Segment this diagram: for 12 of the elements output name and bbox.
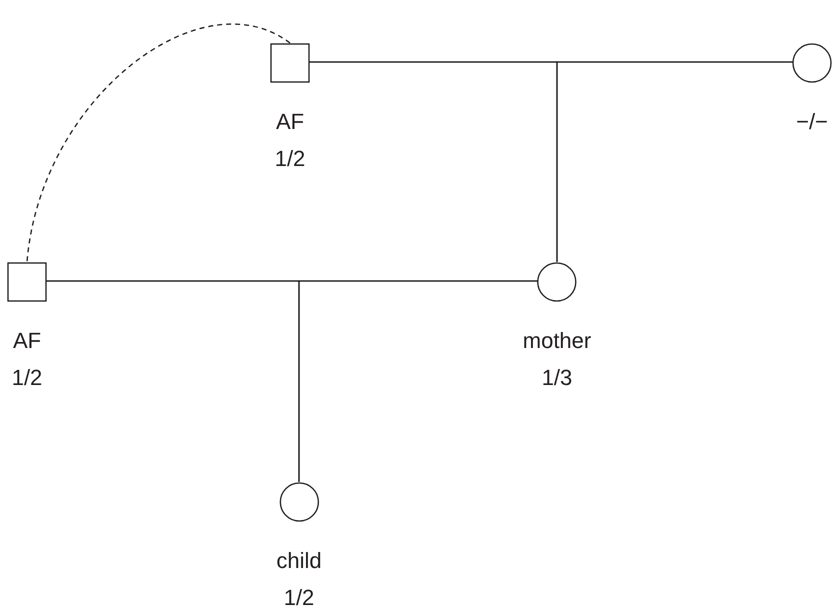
genotype-label: −/− [796, 108, 828, 136]
name-label: mother [522, 327, 592, 355]
genotype-label: 1/3 [542, 364, 572, 392]
genotype-label: 1/2 [284, 584, 314, 612]
pedigree-line [556, 61, 793, 262]
dashed-connector [26, 24, 290, 262]
name-label: child [276, 547, 322, 575]
name-label: AF [276, 108, 304, 136]
genotype-label: 1/2 [12, 364, 42, 392]
pedigree-line [298, 280, 538, 482]
genotype-label: 1/2 [274, 145, 306, 173]
name-label: AF [12, 327, 42, 355]
